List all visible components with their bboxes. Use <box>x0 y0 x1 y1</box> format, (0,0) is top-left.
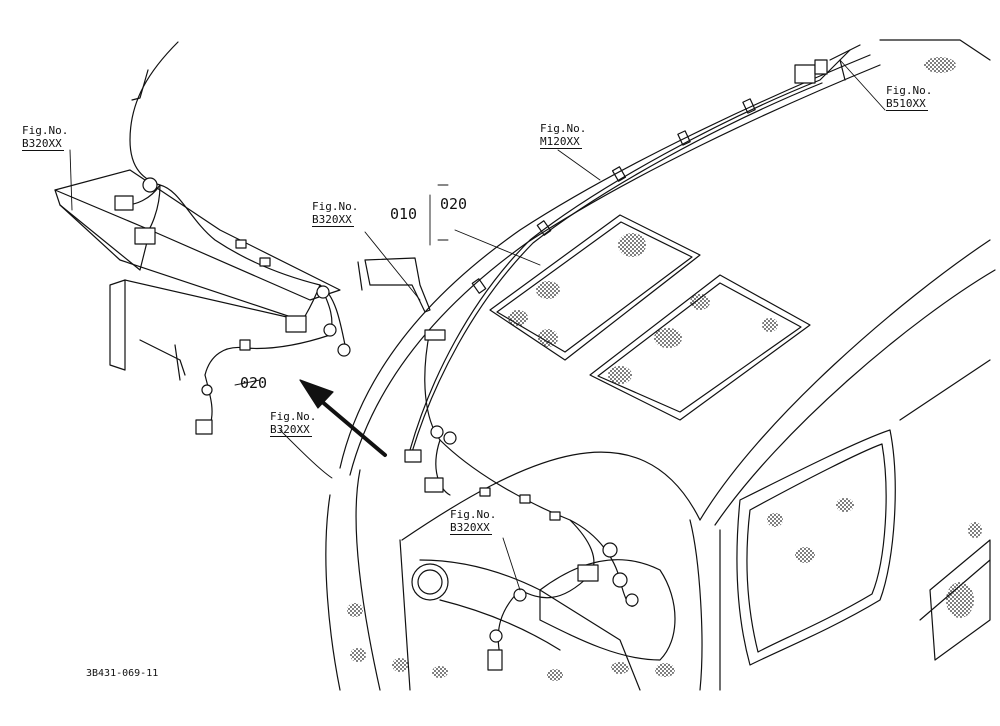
fig-ref-prefix: Fig.No. <box>450 508 497 521</box>
direction-arrow <box>299 379 387 457</box>
fig-ref-code: B510XX <box>886 97 928 111</box>
fig-ref-label: Fig.No. B320XX <box>450 508 496 535</box>
part-number-assembly: 010 <box>390 205 418 223</box>
roof-harness <box>409 44 861 453</box>
part-number-harness: 020 <box>440 195 468 213</box>
drawing-id: 3B431-069-11 <box>86 668 159 679</box>
fig-ref-prefix: Fig.No. <box>886 84 933 97</box>
fig-ref-code: B320XX <box>22 137 64 151</box>
surface-texture <box>347 57 982 681</box>
front-harness <box>404 329 639 671</box>
fig-ref-label: Fig.No. B320XX <box>312 200 358 227</box>
part-number-harness-detail: 020 <box>240 374 268 392</box>
cab-body <box>325 39 996 691</box>
fig-ref-code: B320XX <box>312 213 354 227</box>
fig-ref-label: Fig.No. B320XX <box>270 410 316 437</box>
fig-ref-code: B320XX <box>450 521 492 535</box>
fig-ref-label: Fig.No. B320XX <box>22 124 68 151</box>
fig-ref-prefix: Fig.No. <box>22 124 69 137</box>
fig-ref-code: B320XX <box>270 423 312 437</box>
fig-ref-code: M120XX <box>540 135 582 149</box>
fig-ref-prefix: Fig.No. <box>540 122 587 135</box>
detail-harness <box>114 41 351 435</box>
fig-ref-label: Fig.No. M120XX <box>540 122 586 149</box>
fig-ref-prefix: Fig.No. <box>312 200 359 213</box>
leader-lines <box>69 59 886 591</box>
fig-ref-prefix: Fig.No. <box>270 410 317 423</box>
fig-ref-label: Fig.No. B510XX <box>886 84 932 111</box>
